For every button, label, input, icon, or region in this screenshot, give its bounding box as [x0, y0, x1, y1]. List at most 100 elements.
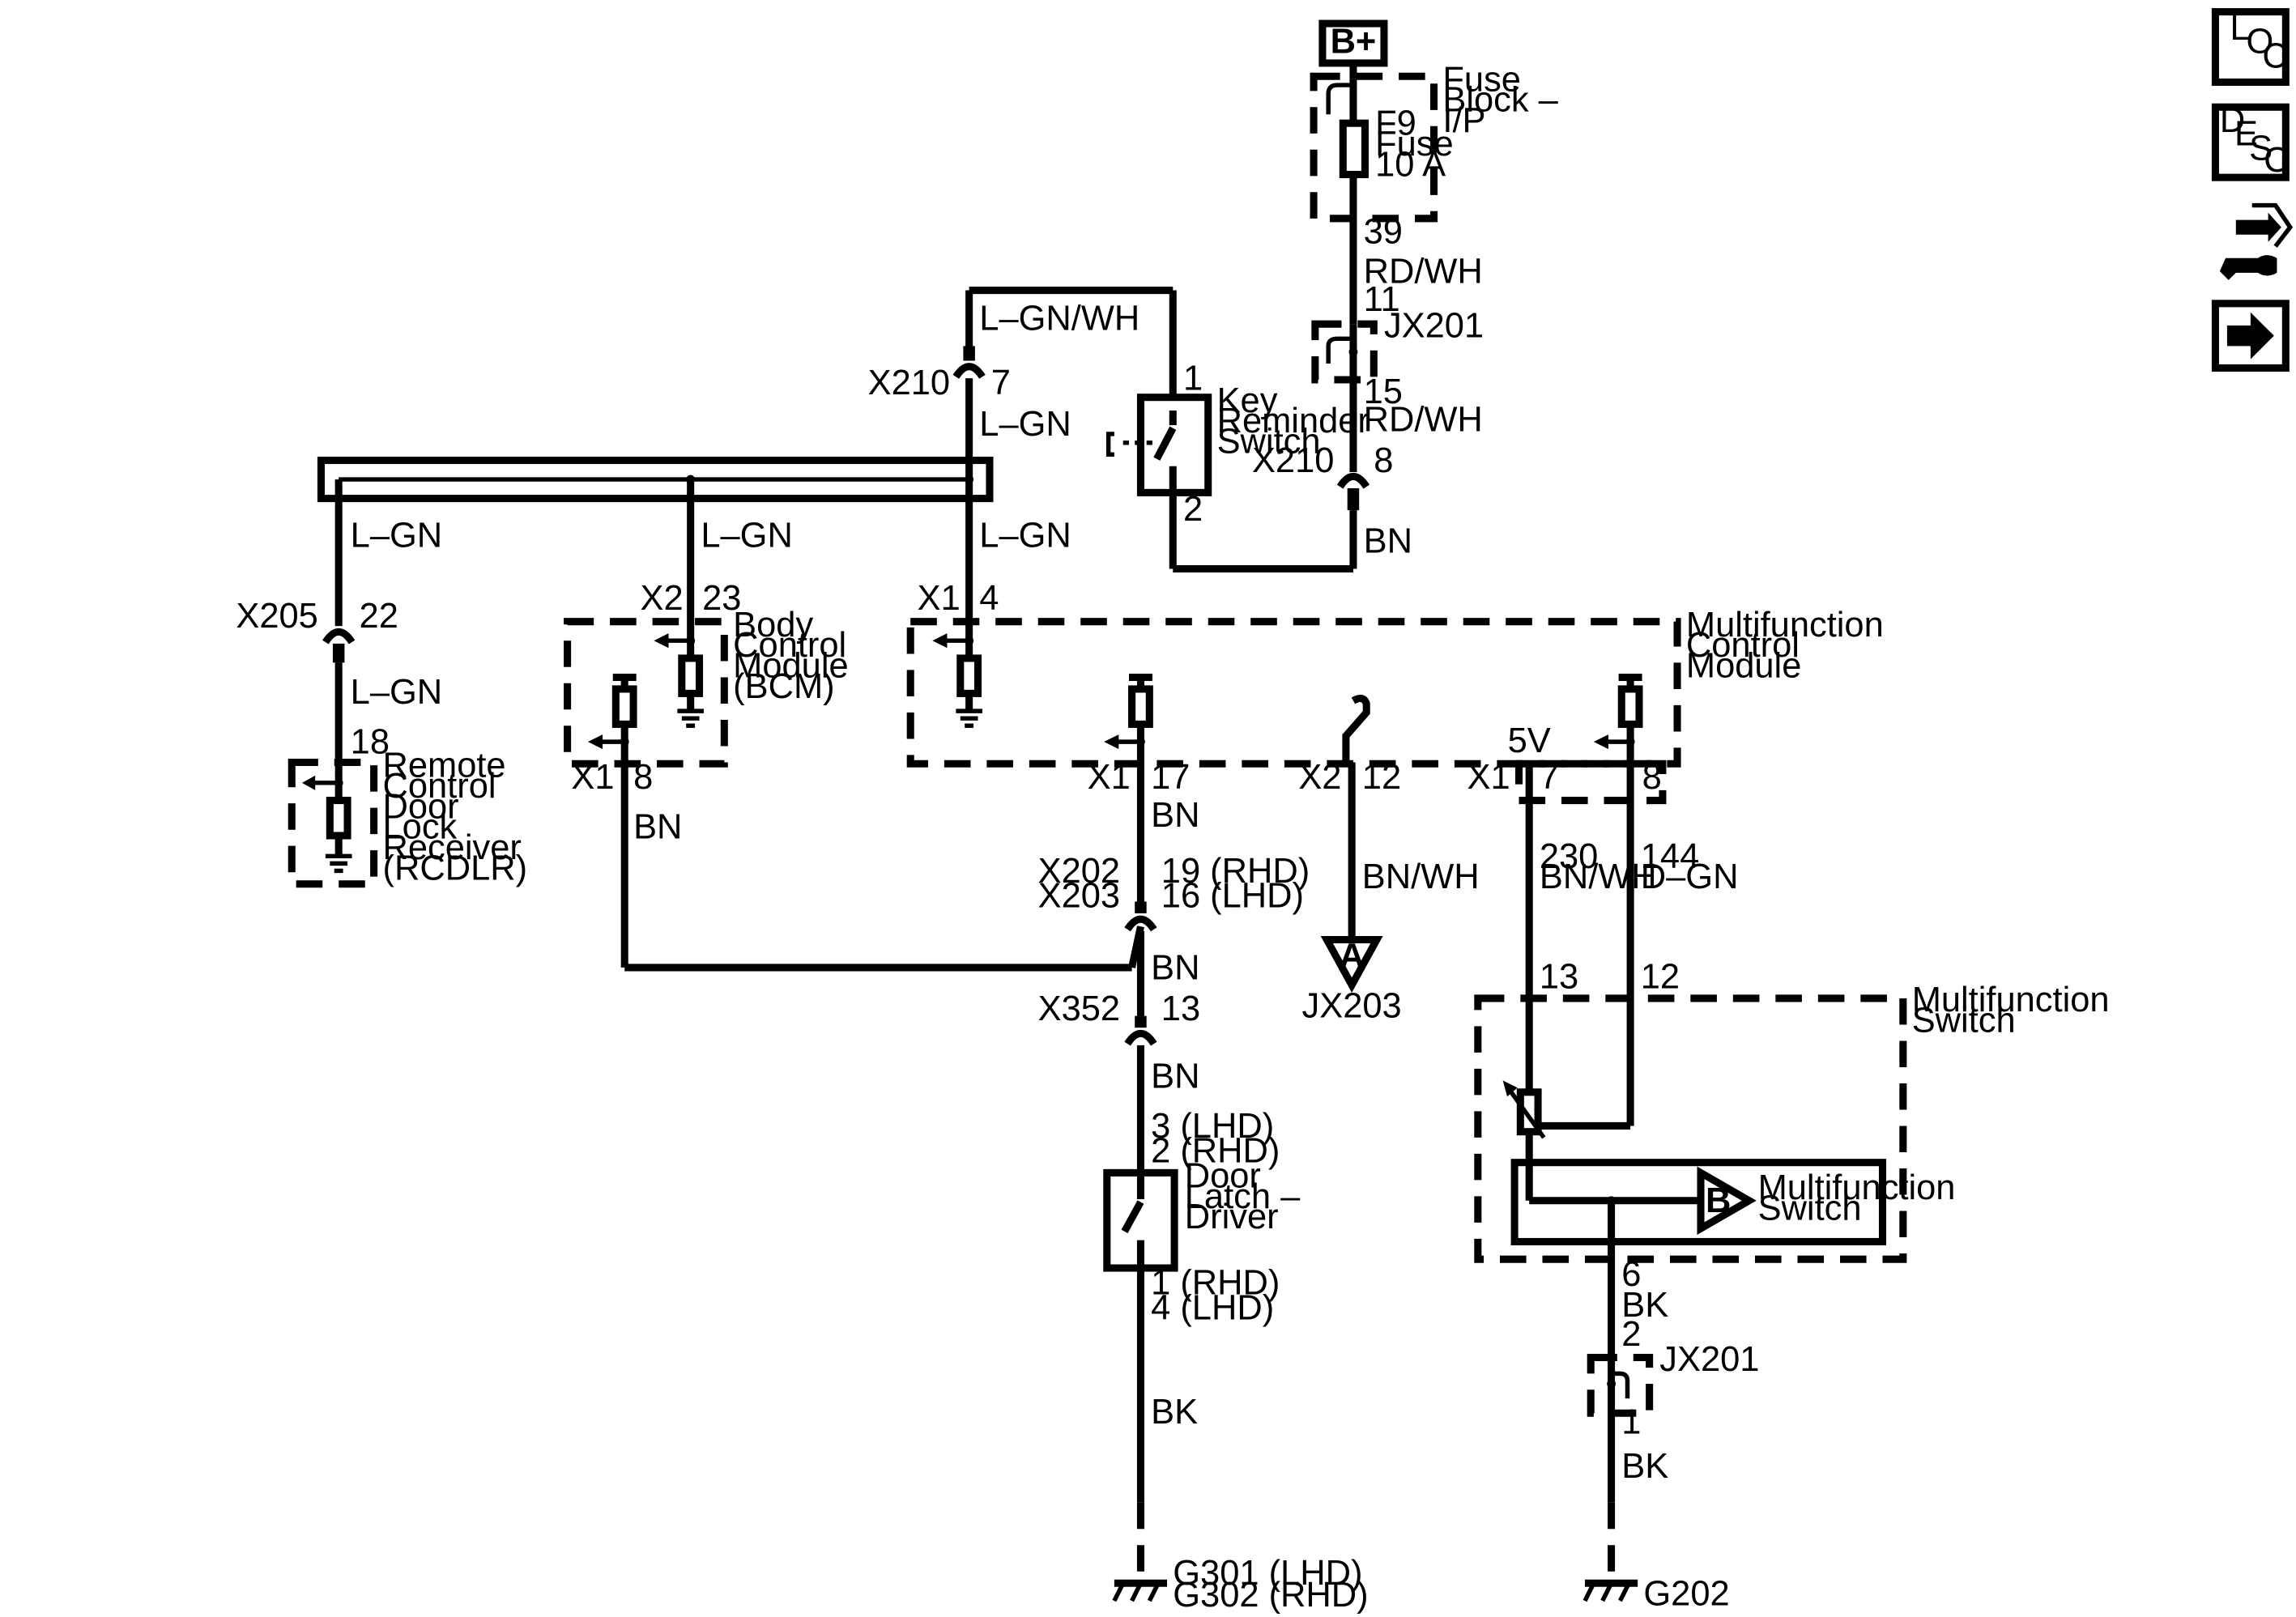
key-reminder-pin-1: 1: [1183, 360, 1203, 398]
x202-x203-connector: [1124, 915, 1157, 932]
x352-connector: [1124, 1029, 1157, 1046]
mcm-pin17-conn: X1: [1088, 758, 1131, 797]
wire-l-gn-mid: L–GN: [701, 516, 792, 555]
jx201-top-pin-out: 15: [1364, 372, 1403, 411]
wire-bn-x352: BN: [1151, 1057, 1199, 1096]
jx201-bottom-pin-out: 1: [1621, 1403, 1641, 1442]
jx201-bottom-name: JX201: [1659, 1340, 1759, 1379]
location-button[interactable]: L O C: [2211, 8, 2290, 87]
bcm-label-1: Body: [733, 606, 813, 645]
mfs-inner-box: [1510, 1159, 1887, 1245]
connector-wrench-icon[interactable]: [2219, 202, 2294, 280]
svg-text:D: D: [2220, 101, 2245, 140]
mfs-label-2: Switch: [1912, 1002, 2016, 1040]
wire-230-label: 230: [1540, 837, 1598, 876]
battery-positive-box: [1318, 19, 1388, 67]
rcdlr-outline: [288, 758, 378, 888]
description-button[interactable]: D E S C: [2211, 101, 2290, 181]
bcm-label-4: (BCM): [733, 667, 834, 706]
x205-name: X205: [236, 597, 317, 636]
mcm-pin12-conn: X2: [1298, 758, 1341, 797]
x203-name: X203: [1038, 877, 1120, 916]
mcm-5v-ref: 5V: [1508, 721, 1551, 760]
fuse-name-3: 10 A: [1375, 145, 1446, 184]
x210-pin7-connector: [952, 363, 986, 379]
x203-pin: 16 (LHD): [1161, 877, 1304, 916]
x352-name: X352: [1038, 989, 1120, 1028]
jx201-top-pin-in: 11: [1364, 280, 1400, 319]
ground-g301-label: G301 (LHD): [1173, 1554, 1362, 1593]
mfs-label-1: Multifunction: [1912, 981, 2110, 1019]
x210-left-pin: 7: [991, 364, 1011, 402]
mfs-reference-triangle: [1697, 1166, 1757, 1235]
mcm-outline: [906, 618, 1681, 768]
wire-l-gn-wh: L–GN/WH: [979, 299, 1139, 338]
mcm-pin7-conn: X1: [1467, 758, 1510, 797]
wire-l-gn-rcdlr: L–GN: [351, 673, 442, 712]
rcdlr-label-4: Lock: [383, 808, 458, 847]
svg-text:C: C: [2262, 36, 2287, 75]
mcm-label-1: Multifunction: [1686, 606, 1884, 645]
wire-bn-x202: BN: [1151, 948, 1199, 987]
fuse-name-2: Fuse: [1375, 125, 1454, 164]
battery-positive-label: B+: [1331, 22, 1377, 61]
fuse-block-label-3: I/P: [1442, 101, 1485, 140]
bcm-bottom-conn: X1: [571, 758, 614, 797]
door-latch-pin-bottom-1: 1 (RHD): [1151, 1264, 1280, 1303]
door-latch-label-3: Driver: [1185, 1198, 1279, 1236]
ground-g302-label: G302 (RHD): [1173, 1576, 1368, 1615]
key-reminder-pin-2: 2: [1183, 490, 1203, 529]
mfs-inner-ref: B: [1706, 1181, 1731, 1220]
mcm-pin7: 7: [1540, 758, 1559, 797]
x352-pin: 13: [1161, 989, 1200, 1028]
door-latch-label-2: Latch –: [1185, 1177, 1301, 1216]
wire-rd-wh-label-2: RD/WH: [1364, 400, 1483, 439]
bcm-top-pin: 23: [702, 579, 741, 618]
bcm-label-2: Control: [733, 626, 846, 665]
fuse-pin-label: 39: [1364, 213, 1403, 252]
wire-bk-mfs: BK: [1621, 1286, 1668, 1325]
key-reminder-label-1: Key: [1217, 381, 1278, 420]
bcm-label-3: Module: [733, 646, 848, 685]
mcm-pin12: 12: [1362, 758, 1401, 797]
bcm-outline: [564, 618, 728, 768]
wire-rd-wh-label: RD/WH: [1364, 252, 1483, 291]
x205-connector: [322, 628, 356, 645]
jx203-ref: A: [1339, 937, 1364, 976]
rcdlr-label-1: Remote: [383, 747, 506, 785]
wire-bn-wh-230: BN/WH: [1540, 857, 1657, 896]
fuse-block-label-1: Fuse: [1442, 60, 1521, 99]
wire-bn-x210: BN: [1364, 522, 1412, 561]
jx203-reference-triangle: [1320, 936, 1383, 994]
jx201-top-splice: [1311, 320, 1378, 384]
x210-left-name: X210: [868, 364, 950, 402]
bcm-top-conn: X2: [640, 579, 683, 618]
wire-144-label: 144: [1641, 837, 1699, 876]
rcdlr-pin: 18: [351, 723, 390, 762]
rcdlr-label-5: Receiver: [383, 828, 522, 867]
mfs-inner-label-2: Switch: [1758, 1189, 1862, 1228]
arrow-right-icon[interactable]: [2211, 300, 2290, 372]
mcm-top-conn: X1: [918, 579, 961, 618]
door-latch-pin-top-2: 2 (RHD): [1151, 1132, 1280, 1171]
jx201-top-name: JX201: [1384, 306, 1484, 345]
mcm-label-2: Control: [1686, 626, 1800, 665]
key-reminder-label-2: Reminder: [1217, 402, 1370, 440]
x210-pin8-connector: [1336, 473, 1370, 489]
rcdlr-label-2: Control: [383, 767, 496, 806]
jx203-name: JX203: [1302, 986, 1402, 1025]
wire-l-gn-right: L–GN: [979, 516, 1071, 555]
fuse-f9: [1339, 119, 1369, 179]
key-reminder-label-3: Switch: [1217, 422, 1321, 461]
wire-bk-latch: BK: [1151, 1393, 1198, 1432]
wire-bk-g202: BK: [1621, 1447, 1668, 1486]
wire-l-gn-x210: L–GN: [979, 405, 1071, 444]
x202-pin: 19 (RHD): [1161, 852, 1310, 891]
svg-text:C: C: [2264, 141, 2289, 180]
fuse-block-outline: [1310, 72, 1438, 223]
wire-l-gn-left: L–GN: [351, 516, 442, 555]
svg-text:E: E: [2234, 114, 2258, 153]
door-latch-pin-top-1: 3 (LHD): [1151, 1107, 1274, 1146]
x210-right-name: X210: [1252, 441, 1334, 480]
